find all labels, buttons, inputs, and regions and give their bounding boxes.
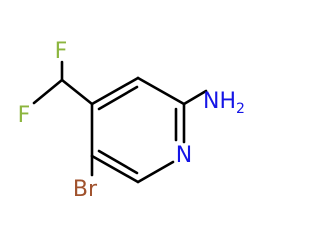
ring-bond-c5-c6 <box>90 154 140 184</box>
bond-c4-chf2 <box>60 78 94 106</box>
ring-bond-c5-c6-inner <box>97 149 139 175</box>
bond-c2-nh2 <box>182 89 208 106</box>
chemical-structure-diagram: F F Br N NH2 <box>18 39 245 202</box>
ring-bond-c2-c3 <box>136 76 186 106</box>
ring-bond-c6-n1 <box>136 160 175 184</box>
amine-label: NH2 <box>203 89 245 117</box>
ring-bond-c3-c4 <box>90 76 140 106</box>
fluorine-left-label: F <box>18 103 31 128</box>
bromine-label: Br <box>73 177 98 202</box>
bond-chf2-f-left <box>32 78 64 105</box>
amine-symbol: NH <box>203 89 236 114</box>
fluorine-top-label: F <box>55 39 68 64</box>
ring-nitrogen-label: N <box>176 143 192 168</box>
ring-bond-c3-c4-inner <box>97 85 139 111</box>
amine-subscript: 2 <box>236 101 245 117</box>
structure-canvas: F F Br N NH2 <box>18 39 245 202</box>
